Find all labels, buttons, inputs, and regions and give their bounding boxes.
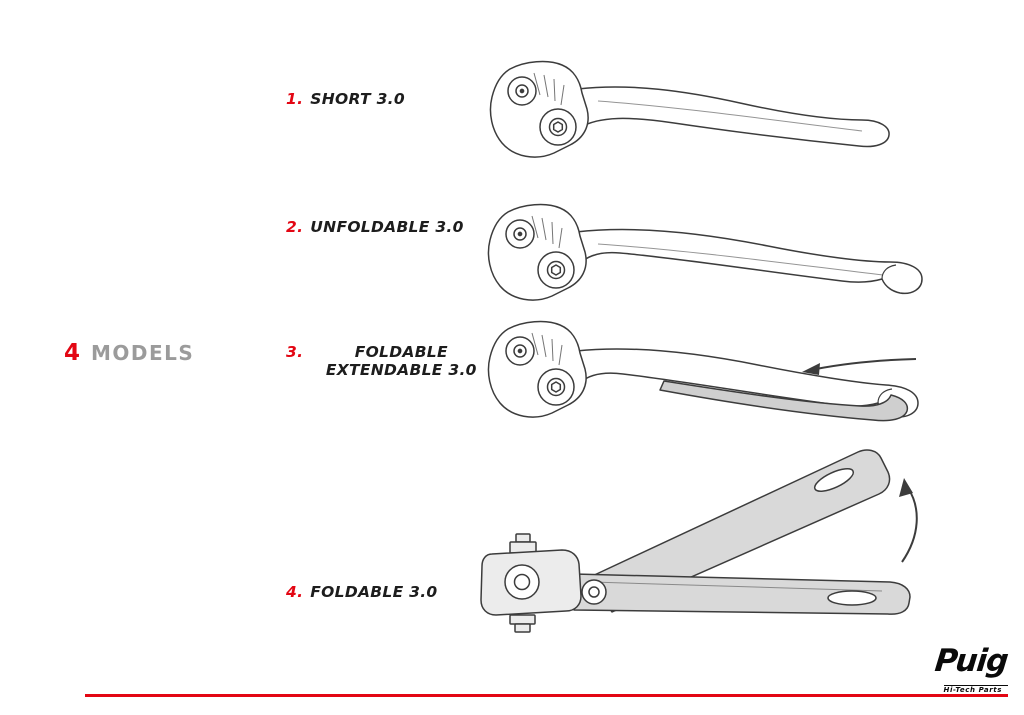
model-label: UNFOLDABLE 3.0 (310, 218, 464, 236)
puig-wordmark: Puig (933, 643, 1010, 679)
model-item-foldable-extendable: 3. FOLDABLE EXTENDABLE 3.0 (286, 343, 492, 379)
model-label: SHORT 3.0 (310, 90, 405, 108)
model-item-short: 1. SHORT 3.0 (286, 90, 405, 108)
models-heading: 4 MODELS (64, 340, 194, 366)
slide-direction-arrow (802, 358, 917, 375)
lever-foldable-illustration (480, 449, 918, 633)
lever-blade (577, 86, 890, 148)
lever-blade (575, 228, 923, 295)
lever-pivot (487, 203, 587, 301)
model-item-foldable: 4. FOLDABLE 3.0 (286, 583, 438, 601)
models-word: MODELS (91, 341, 195, 365)
lever-extendable-slider (659, 380, 909, 422)
model-label: FOLDABLE 3.0 (310, 583, 438, 601)
model-number: 2. (286, 218, 304, 236)
model-item-unfoldable: 2. UNFOLDABLE 3.0 (286, 218, 464, 236)
lever-clevis-mount (480, 533, 607, 633)
lever-unfoldable-illustration (487, 203, 923, 301)
model-number: 3. (286, 343, 304, 361)
lever-pivot (487, 320, 587, 418)
model-label: FOLDABLE EXTENDABLE 3.0 (325, 343, 477, 379)
lever-pivot (489, 60, 589, 158)
footer-red-rule (85, 694, 1008, 697)
puig-logo: Puig Hi-Tech Parts (933, 643, 1010, 696)
fold-direction-arrow (899, 478, 918, 563)
lever-short-illustration (489, 60, 890, 158)
lever-folded-blade (587, 449, 891, 613)
model-number: 1. (286, 90, 304, 108)
puig-tagline: Hi-Tech Parts (943, 685, 1008, 694)
lever-foldable-extendable-illustration (487, 320, 919, 422)
model-number: 4. (286, 583, 304, 601)
models-count: 4 (64, 340, 81, 366)
